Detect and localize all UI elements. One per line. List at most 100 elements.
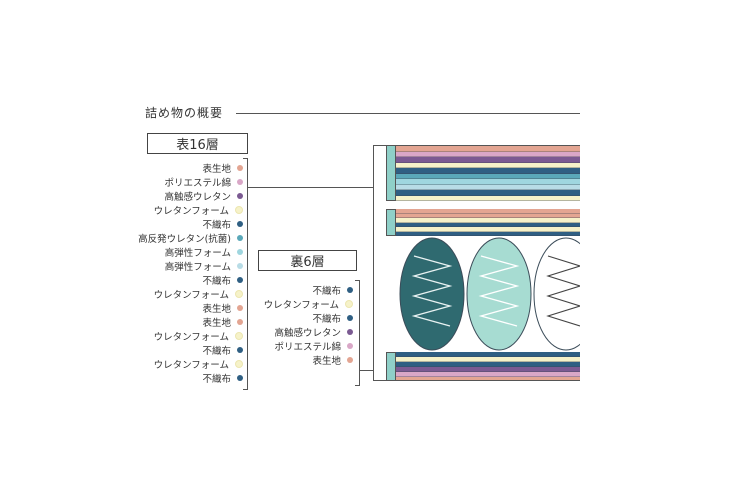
spring-zigzag-2 <box>478 255 520 327</box>
spring-layer <box>396 236 580 352</box>
mattress-layer <box>396 157 580 163</box>
layer-list-item: 高反発ウレタン(抗菌) <box>100 231 243 245</box>
layer-name: 不織布 <box>202 346 231 357</box>
mattress-layer <box>396 213 580 218</box>
mattress-layer <box>396 146 580 152</box>
layer-name: 不織布 <box>312 314 341 325</box>
mattress-layer <box>396 227 580 232</box>
layer-name: 表生地 <box>312 356 341 367</box>
mattress-layer <box>396 195 580 201</box>
layer-name: 不織布 <box>312 286 341 297</box>
layer-name: ウレタンフォーム <box>153 360 229 371</box>
layer-color-dot <box>235 332 243 340</box>
top-group-label: 表16層 <box>147 133 248 154</box>
layer-list-item: ウレタンフォーム <box>100 357 243 371</box>
layer-color-dot <box>237 249 243 255</box>
mattress-layer <box>396 372 580 377</box>
layer-list-item: 表生地 <box>100 301 243 315</box>
layer-name: 高弾性フォーム <box>164 262 231 273</box>
layer-list-item: ウレタンフォーム <box>100 287 243 301</box>
layer-color-dot <box>237 179 243 185</box>
bottom-layer-list: 不織布ウレタンフォーム不織布高触感ウレタンポリエステル綿表生地 <box>250 283 353 367</box>
layer-name: 不織布 <box>202 276 231 287</box>
layer-name: 高弾性フォーム <box>164 248 231 259</box>
mattress-layer <box>396 218 580 223</box>
layer-list-item: 不織布 <box>250 283 353 297</box>
layer-list-item: 表生地 <box>100 315 243 329</box>
mattress-layer <box>396 162 580 168</box>
layer-name: ウレタンフォーム <box>153 290 229 301</box>
spring-coil-2 <box>466 237 532 351</box>
layer-name: 高触感ウレタン <box>164 192 231 203</box>
pocket-coil-springs <box>399 237 580 351</box>
layer-name: 不織布 <box>202 220 231 231</box>
bottom-block-tab <box>386 352 396 381</box>
layer-list-item: 不織布 <box>250 311 353 325</box>
layer-name: 表生地 <box>202 318 231 329</box>
layer-color-dot <box>237 221 243 227</box>
layer-color-dot <box>347 343 353 349</box>
layer-list-item: ウレタンフォーム <box>100 329 243 343</box>
mattress-layer <box>396 209 580 214</box>
layer-list-item: 高触感ウレタン <box>100 189 243 203</box>
mattress-layer <box>396 179 580 185</box>
layer-color-dot <box>347 329 353 335</box>
mid-block-tab <box>386 209 396 236</box>
layer-list-item: 高弾性フォーム <box>100 245 243 259</box>
layer-color-dot <box>235 290 243 298</box>
layer-name: 表生地 <box>202 164 231 175</box>
title-rule <box>236 113 580 114</box>
layer-name: ウレタンフォーム <box>263 300 339 311</box>
layer-list-item: 高弾性フォーム <box>100 259 243 273</box>
bottom-connector-line <box>360 370 373 371</box>
layer-name: ポリエステル綿 <box>164 178 231 189</box>
layer-color-dot <box>237 193 243 199</box>
layer-color-dot <box>237 263 243 269</box>
mattress-layer <box>396 222 580 227</box>
layer-color-dot <box>237 375 243 381</box>
bottom-group-label: 裏6層 <box>258 250 357 271</box>
mattress-outer-bracket <box>373 145 387 381</box>
spring-zigzag-1 <box>411 255 453 327</box>
spring-coil-3 <box>533 237 580 351</box>
layer-color-dot <box>237 347 243 353</box>
layer-name: 高反発ウレタン(抗菌) <box>138 234 231 245</box>
layer-list-item: ポリエステル綿 <box>100 175 243 189</box>
layer-color-dot <box>237 305 243 311</box>
layer-list-item: 不織布 <box>100 273 243 287</box>
mattress-layer <box>396 367 580 372</box>
layer-color-dot <box>347 357 353 363</box>
layer-gap <box>396 201 580 209</box>
layer-name: 高触感ウレタン <box>274 328 341 339</box>
top-block-tab <box>386 145 396 201</box>
layer-list-item: ポリエステル綿 <box>250 339 353 353</box>
layer-list-item: 表生地 <box>100 161 243 175</box>
bottom-layer-block <box>396 352 580 380</box>
layer-name: ウレタンフォーム <box>153 332 229 343</box>
bracket-tick <box>243 389 248 390</box>
layer-name: ポリエステル綿 <box>274 342 341 353</box>
layer-list-item: 表生地 <box>250 353 353 367</box>
mattress-layer <box>396 184 580 190</box>
spring-coil-1 <box>399 237 465 351</box>
layer-list-item: ウレタンフォーム <box>250 297 353 311</box>
layer-color-dot <box>237 165 243 171</box>
layer-name: 不織布 <box>202 374 231 385</box>
mattress-layer <box>396 173 580 179</box>
bracket-tick <box>355 385 360 386</box>
layer-list-item: 不織布 <box>100 217 243 231</box>
layer-list-item: ウレタンフォーム <box>100 203 243 217</box>
mattress-layer <box>396 231 580 236</box>
layer-color-dot <box>347 287 353 293</box>
layer-color-dot <box>237 277 243 283</box>
mattress-layer <box>396 352 580 357</box>
bracket-tick <box>243 158 248 159</box>
mattress-cross-section <box>396 145 580 381</box>
spring-zigzag-3 <box>546 255 580 327</box>
layer-color-dot <box>235 360 243 368</box>
layer-color-dot <box>345 300 353 308</box>
top-connector-line <box>248 187 373 188</box>
mattress-layer <box>396 190 580 196</box>
layer-name: ウレタンフォーム <box>153 206 229 217</box>
bracket-tick <box>355 280 360 281</box>
